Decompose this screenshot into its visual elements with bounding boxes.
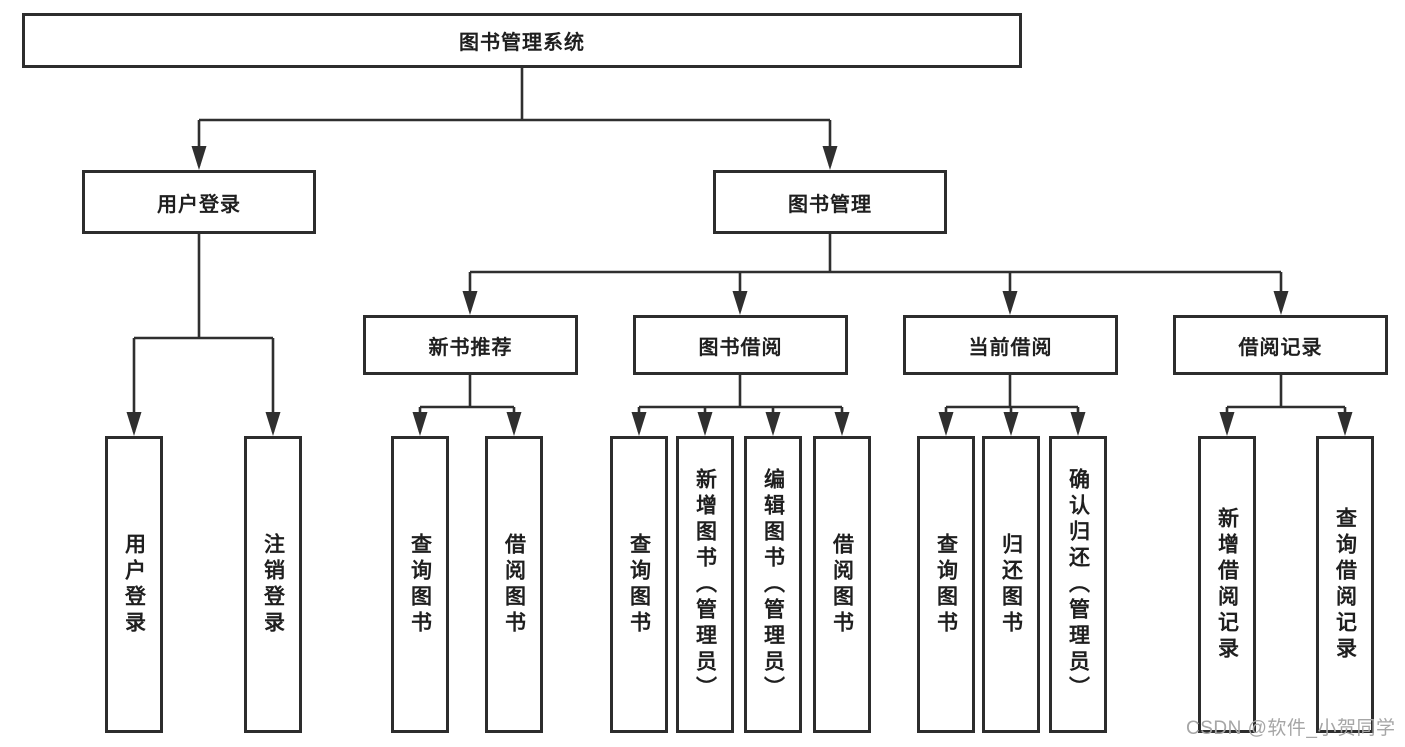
- leaf-add-borrow-record: 新增借阅记录: [1198, 436, 1256, 733]
- leaf-label: 用户登录: [122, 532, 146, 637]
- node-current-borrow: 当前借阅: [903, 315, 1118, 375]
- leaf-label: 归还图书: [999, 532, 1023, 637]
- leaf-logout: 注销登录: [244, 436, 302, 733]
- node-user-login: 用户登录: [82, 170, 316, 234]
- leaf-confirm-return-admin: 确认归还（管理员）: [1049, 436, 1107, 733]
- edge-user-login-children: [126, 234, 281, 436]
- leaf-query-book-1: 查询图书: [391, 436, 449, 733]
- leaf-label: 查询图书: [934, 532, 958, 637]
- node-new-book-recommend: 新书推荐: [363, 315, 578, 375]
- leaf-query-book-2: 查询图书: [610, 436, 668, 733]
- leaf-label: 借阅图书: [502, 532, 526, 637]
- edge-root-to-level2: [191, 68, 838, 170]
- leaf-borrow-book-2: 借阅图书: [813, 436, 871, 733]
- node-book-management: 图书管理: [713, 170, 947, 234]
- leaf-user-login: 用户登录: [105, 436, 163, 733]
- leaf-edit-book-admin: 编辑图书（管理员）: [744, 436, 802, 733]
- leaf-label: 编辑图书（管理员）: [761, 467, 785, 702]
- csdn-watermark: CSDN @软件_小贺同学: [1186, 718, 1396, 739]
- leaf-query-borrow-record: 查询借阅记录: [1316, 436, 1374, 733]
- node-borrow-record: 借阅记录: [1173, 315, 1388, 375]
- leaf-label: 新增图书（管理员）: [693, 467, 717, 702]
- leaf-label: 查询图书: [408, 532, 432, 637]
- leaf-query-book-3: 查询图书: [917, 436, 975, 733]
- edge-borrow-record-children: [1219, 375, 1353, 436]
- node-book-borrow: 图书借阅: [633, 315, 848, 375]
- edge-book-mgmt-children: [462, 234, 1289, 315]
- node-root-system: 图书管理系统: [22, 13, 1022, 68]
- leaf-label: 借阅图书: [830, 532, 854, 637]
- leaf-label: 新增借阅记录: [1215, 506, 1239, 663]
- edge-book-borrow-children: [631, 375, 850, 436]
- leaf-label: 确认归还（管理员）: [1066, 467, 1090, 702]
- leaf-add-book-admin: 新增图书（管理员）: [676, 436, 734, 733]
- leaf-label: 查询借阅记录: [1333, 506, 1357, 663]
- leaf-label: 查询图书: [627, 532, 651, 637]
- edge-current-borrow-children: [938, 375, 1086, 436]
- leaf-return-book: 归还图书: [982, 436, 1040, 733]
- leaf-borrow-book-1: 借阅图书: [485, 436, 543, 733]
- edge-new-book-children: [412, 375, 522, 436]
- leaf-label: 注销登录: [261, 532, 285, 637]
